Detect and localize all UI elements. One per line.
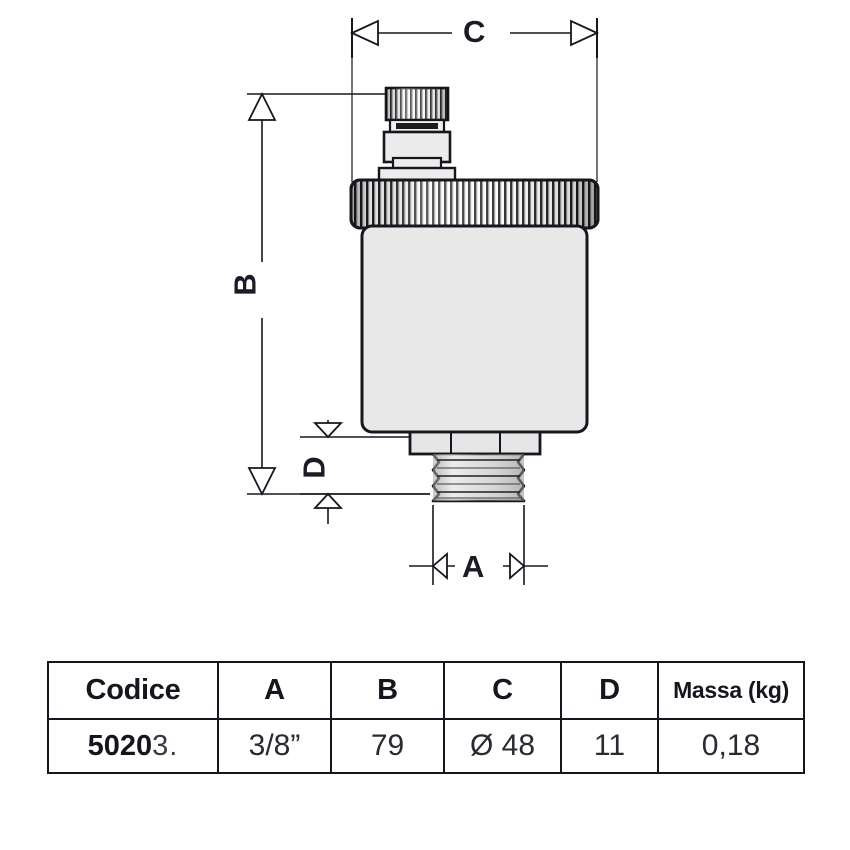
header-cell-a: A xyxy=(217,661,332,720)
dimension-label-c: C xyxy=(463,14,486,49)
valve-male-thread xyxy=(431,452,526,503)
valve-main-body xyxy=(360,224,589,434)
dimension-label-d: D xyxy=(296,456,332,479)
valve-hex-nut xyxy=(408,430,542,456)
valve-assembly xyxy=(349,86,600,503)
cell-value-massa: 0,18 xyxy=(657,718,805,774)
table-row: 50203. 3/8” 79 Ø 48 11 0,18 xyxy=(47,718,805,774)
dimension-label-b: B xyxy=(227,273,263,296)
product-code-suffix: 3. xyxy=(152,729,179,762)
product-code-bold: 5020 xyxy=(87,729,153,762)
dimension-label-a: A xyxy=(462,549,485,584)
header-cell-codice: Codice xyxy=(47,661,219,720)
dimension-d xyxy=(300,420,430,524)
cell-value-d: 11 xyxy=(560,718,659,774)
specification-table: Codice A B C D Massa (kg) 50203. 3/8” 79… xyxy=(47,661,805,774)
dimension-b xyxy=(247,91,430,497)
header-cell-c: C xyxy=(443,661,562,720)
dimension-c xyxy=(349,18,600,182)
header-cell-d: D xyxy=(560,661,659,720)
cell-product-code: 50203. xyxy=(47,718,219,774)
cell-value-a: 3/8” xyxy=(217,718,332,774)
cell-value-b: 79 xyxy=(330,718,445,774)
dimension-a xyxy=(409,505,548,585)
valve-knurled-collar xyxy=(349,178,600,230)
valve-seal-band xyxy=(388,118,446,134)
table-header-row: Codice A B C D Massa (kg) xyxy=(47,661,805,720)
header-cell-massa: Massa (kg) xyxy=(657,661,805,720)
cell-value-c: Ø 48 xyxy=(443,718,562,774)
valve-top-cap xyxy=(384,86,450,122)
header-cell-b: B xyxy=(330,661,445,720)
